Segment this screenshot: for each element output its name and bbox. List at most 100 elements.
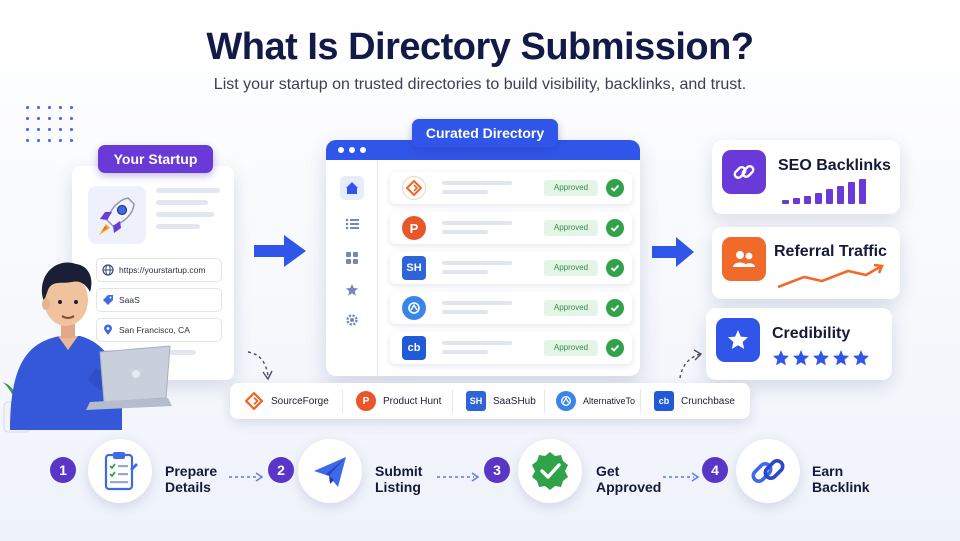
text-placeholder-line [156,224,200,229]
step-1-label: Prepare Details [165,463,245,495]
step-3-label-line1: Get [596,463,620,479]
check-icon [606,219,624,237]
trend-line-icon [777,263,884,289]
check-icon [606,179,624,197]
page-subtitle: List your startup on trusted directories… [213,76,747,93]
star-icon[interactable] [340,278,364,302]
category-field[interactable]: SaaS [96,288,222,312]
list-icon[interactable] [340,212,364,236]
step-4-number: 4 [702,457,728,483]
step-2-label: Submit Listing [375,463,455,495]
step-4-label-line1: Earn [812,463,844,479]
window-dot [360,147,366,153]
text-placeholder-line [156,212,214,217]
step-2-label-line2: Listing [375,479,421,495]
divider [640,389,641,413]
producthunt-logo-icon: P [356,391,376,411]
chain-link-icon [736,439,800,503]
brand-name: Crunchbase [681,395,735,407]
website-field[interactable]: https://yourstartup.com [96,258,222,282]
location-field[interactable]: San Francisco, CA [96,318,222,342]
step-1-number: 1 [50,457,76,483]
approved-badge: Approved [544,300,598,316]
crunchbase-logo-icon: cb [654,391,674,411]
text-placeholder-line [156,188,220,193]
directory-window: Approved P Approved SH Approved Approved… [326,140,640,376]
producthunt-logo-icon: P [402,216,426,240]
rocket-icon [88,186,146,244]
directory-row[interactable]: P Approved [390,212,632,244]
approved-badge: Approved [544,340,598,356]
saashub-logo-icon: SH [402,256,426,280]
location-pin-icon [97,324,119,336]
row-placeholder-lines [442,341,512,359]
arrow-right-icon [652,237,694,267]
your-startup-pill: Your Startup [98,145,213,173]
brand-name: SaaSHub [493,395,536,407]
five-star-rating-icon [773,350,869,366]
check-badge-icon [518,439,582,503]
brand-crunchbase[interactable]: cb Crunchbase [654,383,735,419]
link-icon [722,150,766,194]
check-icon [606,339,624,357]
curated-directory-pill: Curated Directory [412,119,558,147]
step-4-label: Earn Backlink [812,463,892,495]
credibility-label: Credibility [772,325,851,342]
star-badge-icon [716,318,760,362]
row-placeholder-lines [442,181,512,199]
referral-traffic-card: Referral Traffic [712,227,900,299]
window-titlebar [326,140,640,160]
alternativeto-logo-icon [556,391,576,411]
referral-traffic-label: Referral Traffic [774,243,887,260]
brand-name: AlternativeTo [583,396,636,406]
divider [342,389,343,413]
home-icon[interactable] [340,176,364,200]
check-icon [606,299,624,317]
step-1-label-line2: Details [165,479,211,495]
brand-alternativeto[interactable]: AlternativeTo [556,383,635,419]
directory-row[interactable]: Approved [390,172,632,204]
gear-icon[interactable] [340,308,364,332]
directory-row[interactable]: SH Approved [390,252,632,284]
startup-profile-card: https://yourstartup.com SaaS San Francis… [72,166,234,380]
person-with-laptop-illustration [0,250,175,440]
step-3-label: Get Approved [596,463,676,495]
row-placeholder-lines [442,301,512,319]
row-placeholder-lines [442,261,512,279]
divider [544,389,545,413]
row-placeholder-lines [442,221,512,239]
category-value: SaaS [119,295,140,305]
brand-saashub[interactable]: SH SaaSHub [466,383,536,419]
seo-backlinks-label: SEO Backlinks [778,157,891,174]
brand-producthunt[interactable]: P Product Hunt [356,383,441,419]
directory-row[interactable]: Approved [390,292,632,324]
users-icon [722,237,766,281]
step-4-label-line2: Backlink [812,479,870,495]
seo-backlinks-card: SEO Backlinks [712,140,900,214]
window-dot [349,147,355,153]
step-2-label-line1: Submit [375,463,423,479]
saashub-logo-icon: SH [466,391,486,411]
bar-growth-icon [782,179,866,204]
directory-sidebar [326,160,378,376]
directory-brand-strip: SourceForge P Product Hunt SH SaaSHub Al… [230,383,750,419]
divider [452,389,453,413]
clipboard-icon [88,439,152,503]
directory-row[interactable]: cb Approved [390,332,632,364]
window-dot [338,147,344,153]
dashed-arrow-right-icon [663,472,700,482]
approved-badge: Approved [544,260,598,276]
brand-name: Product Hunt [383,395,442,407]
brand-name: SourceForge [271,395,329,407]
curved-dashed-arrow-icon [247,351,273,381]
step-3-number: 3 [484,457,510,483]
location-value: San Francisco, CA [119,325,190,335]
check-icon [606,259,624,277]
brand-sourceforge[interactable]: SourceForge [244,383,329,419]
grid-icon[interactable] [340,246,364,270]
step-3-label-line2: Approved [596,479,662,495]
website-value: https://yourstartup.com [119,265,206,275]
text-placeholder-line [156,200,208,205]
step-2-number: 2 [268,457,294,483]
arrow-right-icon [254,235,306,267]
